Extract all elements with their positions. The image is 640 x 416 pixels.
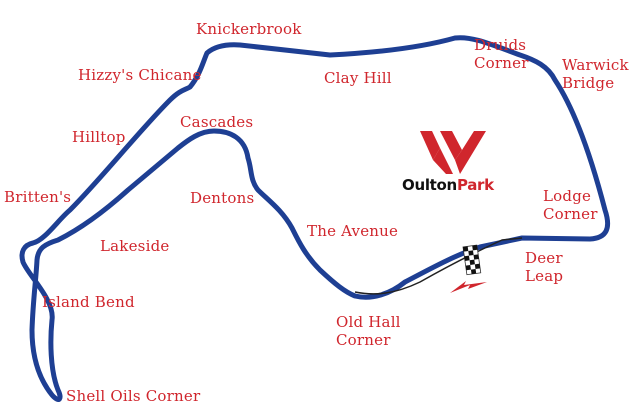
logo-text-oulton: Oulton bbox=[402, 176, 457, 194]
oulton-park-logo-text: OultonPark bbox=[402, 176, 494, 194]
corner-label-lakeside: Lakeside bbox=[100, 237, 170, 255]
corner-label-deer-leap: Deer Leap bbox=[525, 249, 564, 285]
oulton-park-logo-icon bbox=[420, 131, 486, 174]
corner-label-dentons: Dentons bbox=[190, 189, 255, 207]
corner-label-druids-corner: Druids Corner bbox=[474, 36, 529, 72]
corner-label-lodge-corner: Lodge Corner bbox=[543, 187, 598, 223]
corner-label-brittens: Britten's bbox=[4, 188, 72, 206]
track-outline bbox=[19, 35, 611, 402]
start-finish-flag-icon bbox=[462, 244, 482, 276]
corner-label-hilltop: Hilltop bbox=[72, 128, 126, 146]
corner-label-shell-oils-corner: Shell Oils Corner bbox=[66, 387, 201, 405]
corner-label-the-avenue: The Avenue bbox=[307, 222, 399, 240]
direction-arrow-icon bbox=[450, 281, 487, 293]
logo-text-park: Park bbox=[456, 176, 494, 194]
corner-label-warwick-bridge: Warwick Bridge bbox=[562, 56, 629, 92]
corner-label-clay-hill: Clay Hill bbox=[324, 69, 392, 87]
corner-label-knickerbrook: Knickerbrook bbox=[196, 20, 302, 38]
corner-label-hizzys-chicane: Hizzy's Chicane bbox=[78, 66, 202, 84]
pit-lane bbox=[354, 237, 523, 295]
corner-label-old-hall-corner: Old Hall Corner bbox=[336, 313, 401, 349]
corner-label-island-bend: Island Bend bbox=[42, 293, 135, 311]
corner-label-cascades: Cascades bbox=[180, 113, 254, 131]
